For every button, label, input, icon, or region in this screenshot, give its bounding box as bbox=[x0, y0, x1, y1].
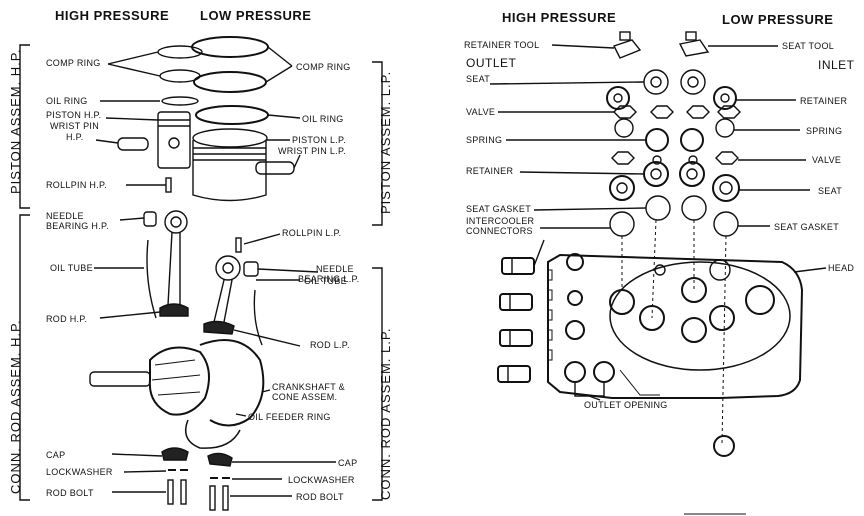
right-inlet: INLET bbox=[818, 58, 855, 72]
label-wrist-pin-lp: WRIST PIN L.P. bbox=[278, 146, 346, 156]
label-outlet-opening: OUTLET OPENING bbox=[584, 400, 668, 410]
crankshaft bbox=[89, 339, 271, 449]
oil-rings bbox=[100, 96, 301, 125]
label-valve-left: VALVE bbox=[466, 107, 496, 117]
tools bbox=[551, 31, 778, 59]
seat-gaskets bbox=[533, 195, 770, 237]
side-conn-lp: CONN. ROD ASSEM. L.P. bbox=[378, 327, 393, 500]
comp-rings bbox=[107, 36, 293, 93]
label-spring-left: SPRING bbox=[466, 135, 503, 145]
lockwashers bbox=[123, 469, 282, 480]
label-retainer-right: RETAINER bbox=[800, 96, 848, 106]
wrist-pin-hp bbox=[95, 137, 149, 151]
label-needle-hp-1: NEEDLE bbox=[46, 211, 84, 221]
left-header-high: HIGH PRESSURE bbox=[55, 8, 170, 23]
left-header-low: LOW PRESSURE bbox=[200, 8, 312, 23]
oil-tubes bbox=[94, 239, 300, 346]
label-intercooler-2: CONNECTORS bbox=[466, 226, 533, 236]
label-cap-right: CAP bbox=[338, 458, 358, 468]
label-rollpin-lp: ROLLPIN L.P. bbox=[282, 228, 342, 238]
side-piston-lp: PISTON ASSEM. L.P. bbox=[378, 70, 393, 214]
label-oil-ring-right: OIL RING bbox=[302, 114, 344, 124]
guide-lines bbox=[621, 219, 727, 445]
label-seat-gasket-left: SEAT GASKET bbox=[466, 204, 531, 214]
label-oil-tube-right: OIL TUBE bbox=[304, 276, 347, 286]
right-header-high: HIGH PRESSURE bbox=[502, 10, 617, 25]
caps bbox=[111, 447, 336, 467]
label-needle-lp-2: BEARING L.P. bbox=[298, 274, 360, 284]
rod-hp bbox=[99, 210, 189, 319]
rollpins bbox=[126, 177, 281, 253]
label-rod-lp: ROD L.P. bbox=[310, 340, 350, 350]
right-outlet: OUTLET bbox=[466, 56, 517, 70]
label-retainer-left: RETAINER bbox=[466, 166, 514, 176]
outlet-opening-leader bbox=[574, 383, 605, 401]
retainers-row2 bbox=[519, 161, 705, 187]
label-piston-lp: PISTON L.P. bbox=[292, 135, 346, 145]
label-seat-right: SEAT bbox=[818, 186, 843, 196]
label-needle-lp-1: NEEDLE bbox=[316, 264, 354, 274]
label-intercooler-1: INTERCOOLER bbox=[466, 216, 535, 226]
label-oil-ring-left: OIL RING bbox=[46, 96, 88, 106]
head bbox=[547, 253, 827, 457]
label-retainer-tool: RETAINER TOOL bbox=[464, 40, 540, 50]
label-seat-gasket-right: SEAT GASKET bbox=[774, 222, 839, 232]
seats-top bbox=[489, 69, 706, 95]
label-comp-ring-right: COMP RING bbox=[296, 62, 351, 72]
label-piston-hp: PISTON H.P. bbox=[46, 110, 102, 120]
needle-bearings bbox=[119, 211, 319, 277]
label-rod-hp: ROD H.P. bbox=[46, 314, 88, 324]
label-cap-left: CAP bbox=[46, 450, 66, 460]
label-rod-bolt-right: ROD BOLT bbox=[296, 492, 344, 502]
label-spring-right: SPRING bbox=[806, 126, 843, 136]
label-comp-ring-left: COMP RING bbox=[46, 58, 101, 68]
label-valve-right: VALVE bbox=[812, 155, 842, 165]
left-brackets bbox=[19, 44, 383, 501]
seats-bottom bbox=[609, 174, 810, 202]
right-header-low: LOW PRESSURE bbox=[722, 12, 834, 27]
springs-row bbox=[506, 118, 800, 152]
label-oil-feeder-ring: OIL FEEDER RING bbox=[248, 412, 331, 422]
intercooler-connectors bbox=[497, 239, 545, 383]
rod-bolts bbox=[112, 479, 292, 511]
piston-lp bbox=[192, 128, 290, 202]
label-rod-bolt-left: ROD BOLT bbox=[46, 488, 94, 498]
retainers-row1 bbox=[606, 86, 796, 110]
label-seat-tool: SEAT TOOL bbox=[782, 41, 835, 51]
side-piston-hp: PISTON ASSEM. H.P. bbox=[8, 48, 23, 194]
valves-row2 bbox=[611, 151, 806, 165]
rod-lp bbox=[203, 255, 301, 347]
label-seat-left: SEAT bbox=[466, 74, 491, 84]
label-needle-hp-2: BEARING H.P. bbox=[46, 221, 109, 231]
valves-row1 bbox=[498, 105, 741, 119]
side-conn-hp: CONN. ROD ASSEM. H.P. bbox=[8, 319, 23, 494]
label-rollpin-hp: ROLLPIN H.P. bbox=[46, 180, 107, 190]
label-oil-tube-left: OIL TUBE bbox=[50, 263, 93, 273]
label-wrist-pin-hp-1: WRIST PIN bbox=[50, 121, 100, 131]
wrist-pin-lp bbox=[255, 154, 301, 175]
label-crankshaft-1: CRANKSHAFT & bbox=[272, 382, 345, 392]
label-lockwasher-right: LOCKWASHER bbox=[288, 475, 355, 485]
label-head: HEAD bbox=[828, 263, 855, 273]
label-wrist-pin-hp-2: H.P. bbox=[66, 132, 84, 142]
label-crankshaft-2: CONE ASSEM. bbox=[272, 392, 338, 402]
label-lockwasher-left: LOCKWASHER bbox=[46, 467, 113, 477]
piston-hp bbox=[105, 111, 191, 169]
